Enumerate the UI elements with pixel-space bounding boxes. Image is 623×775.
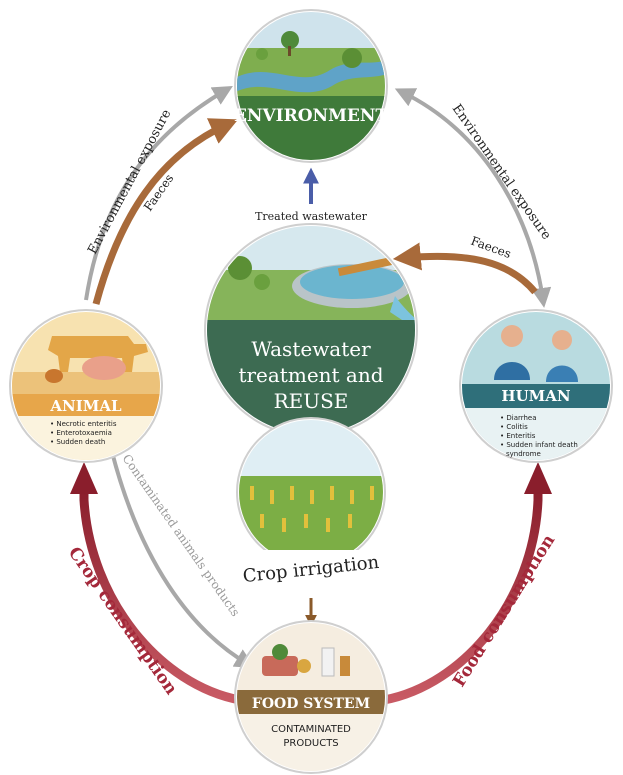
human-node: HUMAN • Diarrhea • Colitis • Enteritis •… [459, 309, 613, 463]
human-condition: • Sudden infant death [500, 441, 578, 449]
faeces-left-arrow [92, 118, 239, 305]
environment-title: ENVIRONMENT [234, 106, 388, 126]
crop-consumption-arrow [79, 490, 241, 705]
food-system-subtitle-line: PRODUCTS [283, 738, 338, 749]
wastewater-title-line: treatment and [238, 363, 383, 387]
wastewater-title-line: Wastewater [251, 337, 371, 361]
crop-consumption-label: Crop consumption [64, 543, 181, 698]
env-exposure-right-label: Environmental exposure [449, 102, 554, 243]
human-condition: • Enteritis [500, 432, 536, 440]
animal-condition: • Necrotic enteritis [50, 420, 117, 428]
food-system-title: FOOD SYSTEM [252, 696, 370, 712]
wastewater-node: Wastewater treatment and REUSE [204, 223, 418, 437]
animal-condition: • Sudden death [50, 438, 105, 446]
human-condition: • Colitis [500, 423, 528, 431]
food-consumption-label: Food consumption [449, 531, 559, 690]
wastewater-title-line: REUSE [274, 389, 349, 413]
food-system-subtitle-line: CONTAMINATED [271, 724, 351, 735]
irrigation-node: Crop irrigation [226, 417, 396, 587]
animal-node: ANIMAL • Necrotic enteritis • Enterotoxa… [9, 309, 163, 463]
env-exposure-right-arrow [394, 88, 552, 308]
animal-condition: • Enterotoxaemia [50, 429, 112, 437]
human-condition: syndrome [506, 450, 541, 458]
human-title: HUMAN [501, 387, 570, 405]
food-consumption-arrowhead [524, 462, 552, 494]
contaminated-products-label: Contaminated animals products [120, 452, 243, 619]
food-consumption-arrow [383, 490, 543, 705]
human-condition: • Diarrhea [500, 414, 537, 422]
treated-wastewater-label: Treated wastewater [255, 210, 368, 223]
env-exposure-left-arrow [84, 85, 233, 301]
food-system-node: FOOD SYSTEM CONTAMINATED PRODUCTS [234, 620, 388, 774]
human-conditions: • Diarrhea • Colitis • Enteritis • Sudde… [500, 414, 578, 458]
contaminated-products-arrow [110, 451, 255, 669]
animal-conditions: • Necrotic enteritis • Enterotoxaemia • … [50, 420, 117, 446]
faeces-right-arrow [392, 242, 538, 295]
animal-title: ANIMAL [49, 397, 122, 415]
environment-node: ENVIRONMENT [234, 9, 388, 163]
crop-consumption-arrowhead [70, 462, 98, 494]
